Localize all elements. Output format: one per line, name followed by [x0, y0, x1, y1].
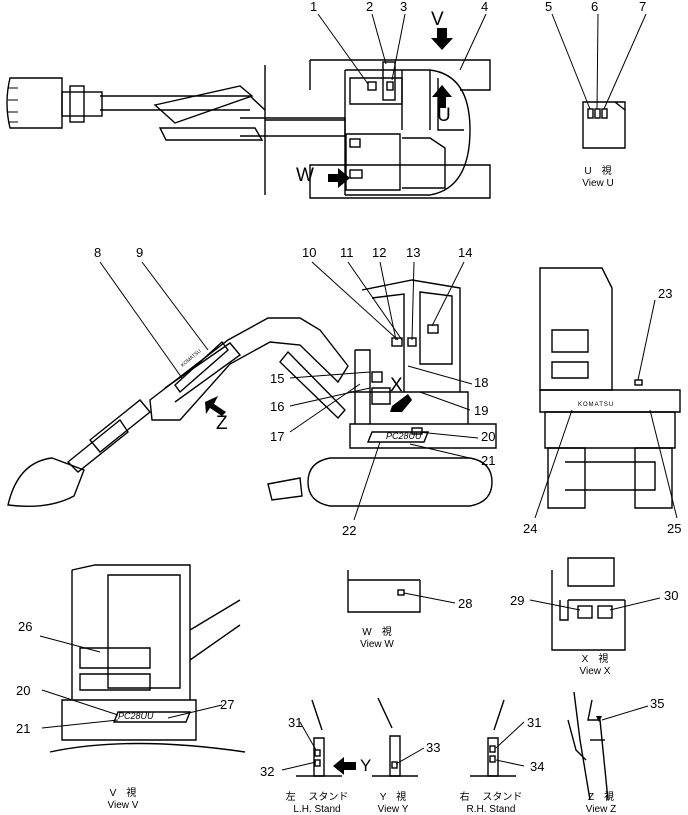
view-v-drawing [39, 564, 246, 753]
callout-30: 30 [664, 588, 679, 603]
view-x-drawing [529, 557, 661, 651]
callout-31-lh: 31 [288, 715, 303, 730]
caption-view-z-en: View Z [585, 803, 617, 815]
caption-view-u: U 視 View U [578, 166, 618, 189]
caption-lh-stand: 左 スタンド L.H. Stand [284, 792, 350, 815]
callout-4: 4 [481, 0, 489, 14]
callout-25: 25 [667, 521, 682, 536]
caption-view-y: Y 視 View Y [368, 792, 418, 815]
callout-14: 14 [458, 245, 473, 260]
view-letter-y: Y [360, 756, 372, 775]
callout-6: 6 [591, 0, 599, 14]
caption-view-x: X 視 View X [570, 654, 620, 677]
callout-33: 33 [426, 740, 441, 755]
callout-3: 3 [400, 0, 408, 14]
callout-35: 35 [650, 696, 665, 711]
caption-view-y-jp: Y 視 [379, 792, 407, 803]
callout-7: 7 [639, 0, 647, 14]
callout-11: 11 [340, 245, 354, 260]
callout-5: 5 [545, 0, 553, 14]
callout-8: 8 [94, 245, 102, 260]
rear-view-drawing [534, 267, 681, 519]
caption-view-u-en: View U [582, 177, 614, 189]
caption-rh-stand-jp: 右 スタンド [459, 792, 523, 803]
callout-24: 24 [523, 521, 538, 536]
view-letter-z: Z [216, 413, 228, 434]
callout-31-rh: 31 [527, 715, 542, 730]
callout-20-view-v: 20 [16, 683, 31, 698]
callout-34: 34 [530, 759, 545, 774]
model-decal-view-v: PC28UU [118, 711, 154, 721]
caption-view-v: V 視 View V [98, 788, 148, 811]
view-u-drawing [551, 13, 647, 149]
callout-26: 26 [18, 619, 33, 634]
callout-13: 13 [406, 245, 421, 260]
callout-9: 9 [136, 245, 144, 260]
callout-27: 27 [220, 697, 235, 712]
caption-view-x-jp: X 視 [581, 654, 609, 665]
caption-lh-stand-en: L.H. Stand [293, 803, 341, 815]
callout-22: 22 [342, 523, 357, 538]
callout-16: 16 [270, 399, 285, 414]
callout-32: 32 [260, 764, 275, 779]
callout-23: 23 [658, 286, 673, 301]
caption-view-w-jp: W 視 [362, 627, 392, 638]
callout-15: 15 [270, 371, 285, 386]
caption-view-z-jp: Z 視 [587, 792, 615, 803]
caption-view-y-en: View Y [377, 803, 409, 815]
stand-views-drawing [281, 697, 525, 777]
callout-2: 2 [366, 0, 374, 14]
caption-view-w: W 視 View W [352, 627, 402, 650]
caption-view-z: Z 視 View Z [576, 792, 626, 815]
callout-21: 21 [481, 453, 496, 468]
callout-20: 20 [481, 429, 496, 444]
view-letter-u: U [437, 105, 451, 126]
model-decal-side: PC28UU [386, 431, 422, 441]
callout-28: 28 [458, 596, 473, 611]
caption-rh-stand: 右 スタンド R.H. Stand [458, 792, 524, 815]
caption-lh-stand-jp: 左 スタンド [285, 792, 349, 803]
top-plan-view [6, 13, 491, 199]
callout-12: 12 [372, 245, 387, 260]
view-z-drawing [567, 691, 649, 801]
callout-18: 18 [474, 375, 489, 390]
callout-1: 1 [310, 0, 318, 14]
callout-10: 10 [302, 245, 317, 260]
caption-view-v-en: View V [107, 799, 139, 811]
callout-29: 29 [510, 593, 525, 608]
callout-21-view-v: 21 [16, 721, 31, 736]
view-letter-x: X [390, 375, 403, 396]
view-letter-v: V [431, 9, 444, 30]
view-letter-w: W [296, 165, 314, 186]
side-elevation-view [7, 261, 497, 521]
view-w-drawing [347, 570, 456, 613]
caption-view-u-jp: U 視 [584, 166, 612, 177]
caption-view-w-en: View W [360, 638, 394, 650]
caption-rh-stand-en: R.H. Stand [466, 803, 516, 815]
callout-19: 19 [474, 403, 489, 418]
caption-view-x-en: View X [579, 665, 611, 677]
caption-view-v-jp: V 視 [109, 788, 137, 799]
callout-17: 17 [270, 429, 285, 444]
brand-decal-rear: KOMATSU [578, 402, 615, 408]
